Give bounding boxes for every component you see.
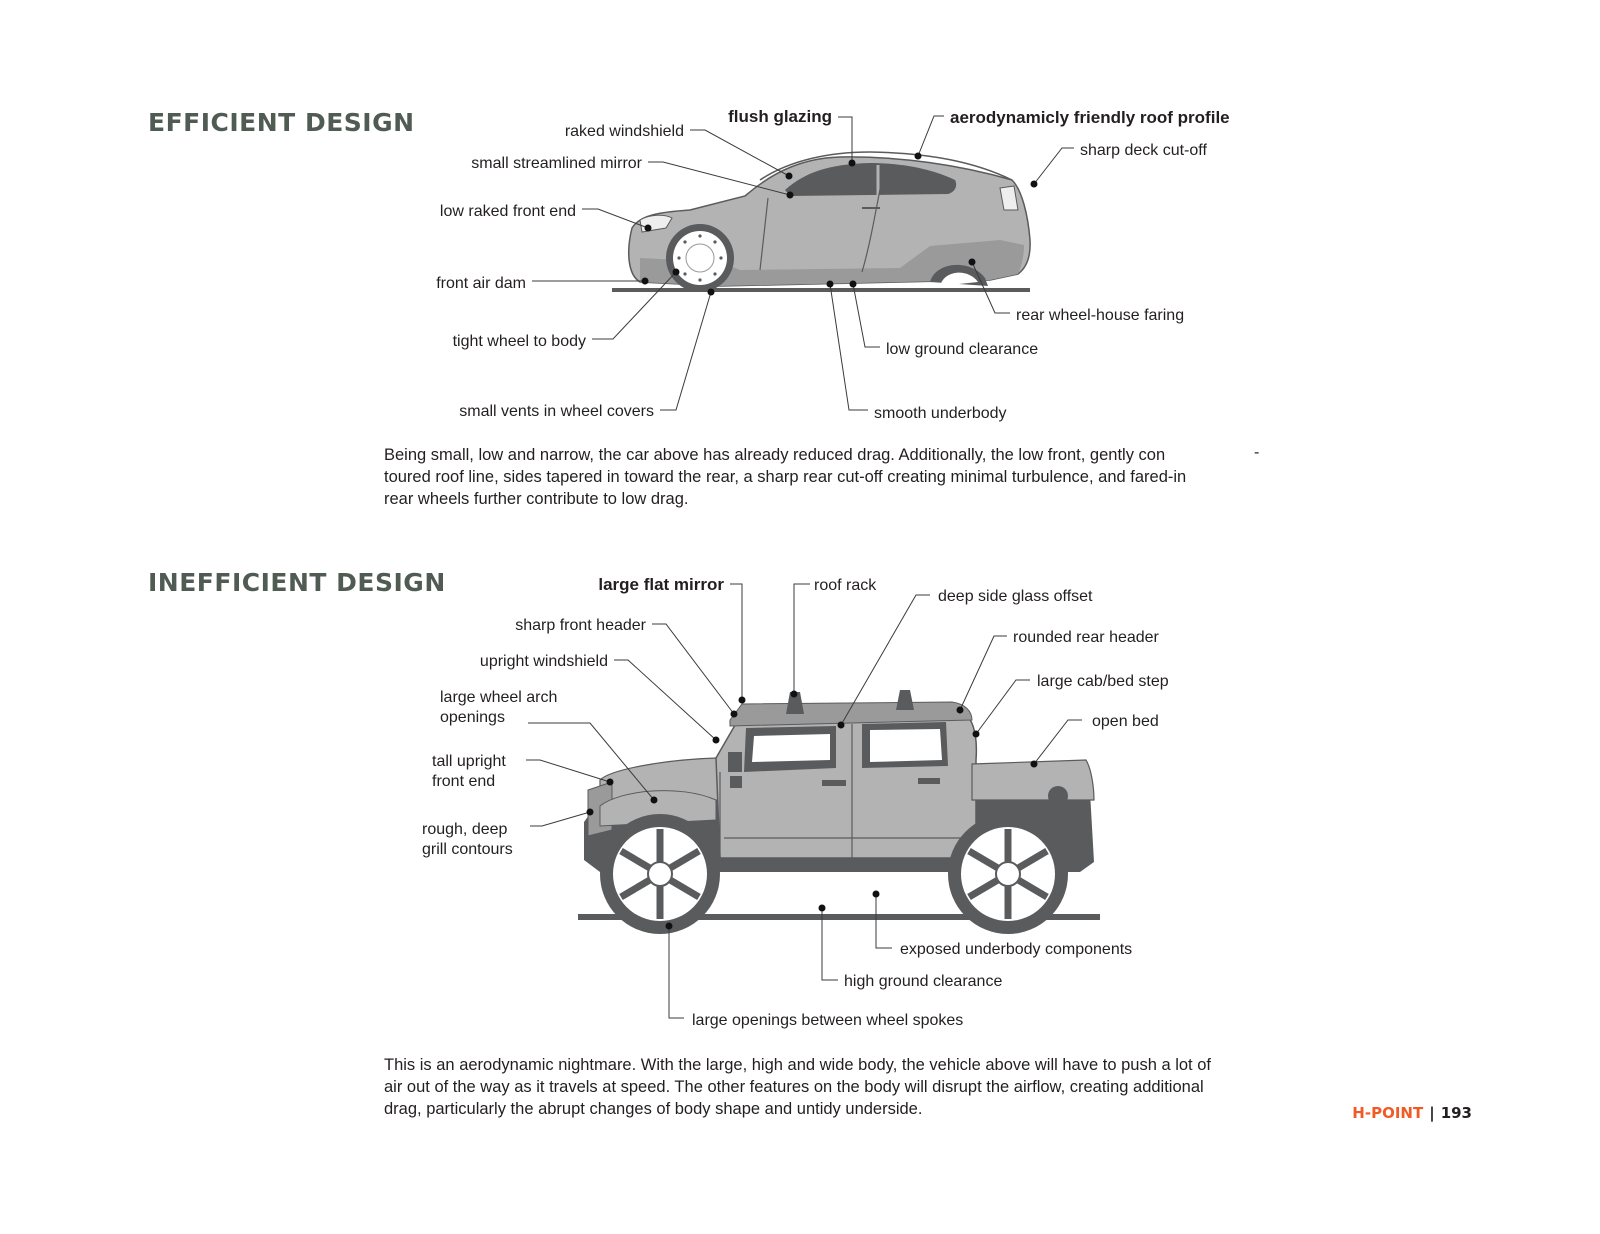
label-front-air-dam: front air dam bbox=[436, 275, 526, 292]
label-tight-wheel-to-body: tight wheel to body bbox=[453, 333, 586, 350]
label-deep-side-glass-offset: deep side glass offset bbox=[938, 588, 1093, 605]
footer-brand: H-POINT bbox=[1352, 1104, 1424, 1122]
inefficient-leader-lines bbox=[526, 583, 1082, 1019]
label-tall-upright-line1: tall upright bbox=[432, 753, 506, 770]
efficient-callout-dots bbox=[641, 152, 1038, 296]
label-sharp-front-header: sharp front header bbox=[515, 617, 646, 634]
efficient-caption-line1: Being small, low and narrow, the car abo… bbox=[384, 446, 1166, 464]
efficient-leader-lines bbox=[532, 115, 1074, 411]
inefficient-callout-dots bbox=[586, 690, 1038, 930]
label-aero-roof-profile: aerodynamicly friendly roof profile bbox=[950, 108, 1230, 127]
efficient-caption-line3: rear wheels further contribute to low dr… bbox=[384, 490, 689, 508]
page-number: 193 bbox=[1440, 1104, 1472, 1122]
inefficient-truck-illustration bbox=[578, 690, 1100, 934]
efficient-labels: raked windshield flush glazing aerodynam… bbox=[436, 107, 1229, 422]
efficient-caption: Being small, low and narrow, the car abo… bbox=[384, 444, 1216, 510]
label-large-openings-spokes: large openings between wheel spokes bbox=[692, 1012, 963, 1029]
label-sharp-deck-cutoff: sharp deck cut-off bbox=[1080, 142, 1207, 159]
label-open-bed: open bed bbox=[1092, 713, 1159, 730]
inefficient-labels: large flat mirror roof rack deep side gl… bbox=[422, 575, 1169, 1029]
efficient-design-title: EFFICIENT DESIGN bbox=[148, 108, 415, 137]
label-roof-rack: roof rack bbox=[814, 577, 877, 594]
efficient-caption-hyphen: - bbox=[1254, 444, 1260, 461]
label-wheel-arch-line1: large wheel arch bbox=[440, 689, 557, 706]
efficient-car-illustration bbox=[612, 151, 1031, 292]
label-low-ground-clearance: low ground clearance bbox=[886, 341, 1038, 358]
label-upright-windshield: upright windshield bbox=[480, 653, 608, 670]
label-small-vents-wheel-covers: small vents in wheel covers bbox=[459, 403, 654, 420]
label-rounded-rear-header: rounded rear header bbox=[1013, 629, 1160, 646]
efficient-car-window bbox=[785, 163, 957, 196]
inefficient-caption-line2: air out of the way as it travels at spee… bbox=[384, 1078, 1204, 1096]
label-smooth-underbody: smooth underbody bbox=[874, 405, 1007, 422]
label-low-raked-front-end: low raked front end bbox=[440, 203, 576, 220]
inefficient-design-title: INEFFICIENT DESIGN bbox=[148, 568, 446, 597]
label-rough-grill-line2: grill contours bbox=[422, 841, 513, 858]
truck-mirror bbox=[728, 752, 742, 772]
label-large-cab-bed-step: large cab/bed step bbox=[1037, 673, 1169, 690]
label-flush-glazing: flush glazing bbox=[728, 107, 832, 126]
efficient-caption-line2: toured roof line, sides tapered in towar… bbox=[384, 468, 1187, 486]
label-large-flat-mirror: large flat mirror bbox=[598, 575, 724, 594]
inefficient-caption: This is an aerodynamic nightmare. With t… bbox=[384, 1054, 1260, 1120]
page-footer: H-POINT | 193 bbox=[1352, 1104, 1472, 1122]
label-rough-grill-line1: rough, deep bbox=[422, 821, 508, 838]
label-raked-windshield: raked windshield bbox=[565, 123, 684, 140]
label-small-streamlined-mirror: small streamlined mirror bbox=[471, 155, 642, 172]
label-high-ground-clearance: high ground clearance bbox=[844, 973, 1002, 990]
label-tall-upright-line2: front end bbox=[432, 773, 495, 790]
footer-separator: | bbox=[1429, 1104, 1435, 1122]
label-wheel-arch-line2: openings bbox=[440, 709, 505, 726]
inefficient-caption-line3: drag, particularly the abrupt changes of… bbox=[384, 1100, 923, 1118]
inefficient-caption-line1: This is an aerodynamic nightmare. With t… bbox=[384, 1056, 1211, 1074]
label-exposed-underbody: exposed underbody components bbox=[900, 941, 1132, 958]
label-rear-wheel-house-faring: rear wheel-house faring bbox=[1016, 307, 1184, 324]
